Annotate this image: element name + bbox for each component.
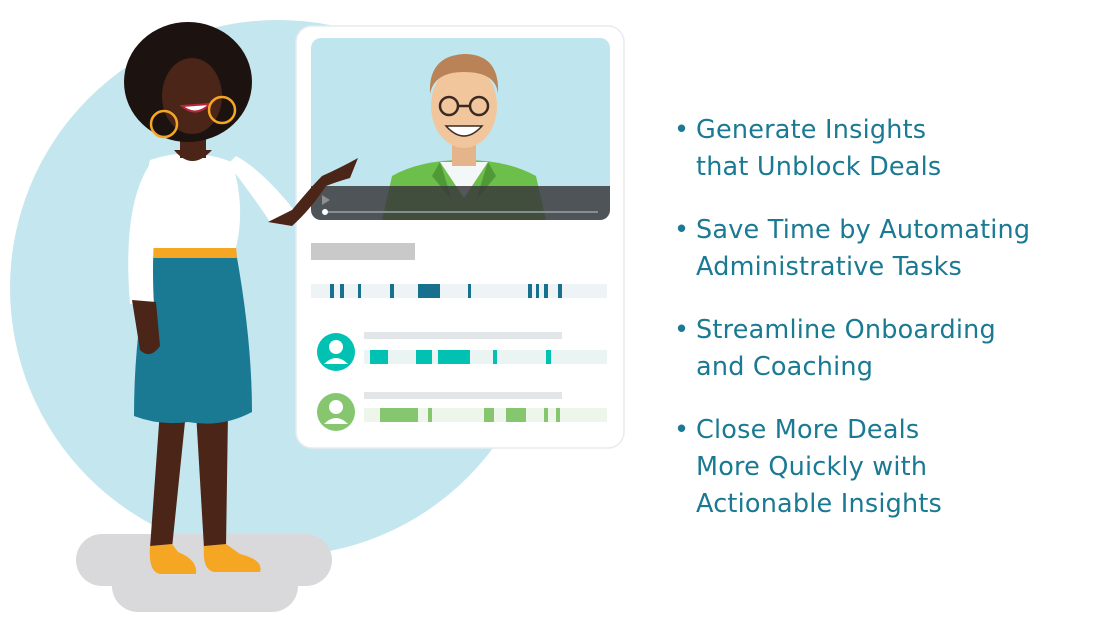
bullet-line: Close More Deals	[696, 415, 920, 445]
video-card	[295, 25, 625, 449]
bullet-dot: •	[674, 115, 690, 145]
speaker-row-teal	[317, 332, 607, 371]
bullet-line: and Coaching	[696, 352, 874, 382]
bullet-line: Streamline Onboarding	[696, 315, 996, 345]
bullet-item: • Save Time by Automating Administrative…	[668, 212, 1108, 286]
bullet-dot: •	[674, 215, 690, 245]
video-screen	[311, 38, 610, 220]
feature-bullet-list: • Generate Insights that Unblock Deals •…	[668, 112, 1108, 549]
video-progress-handle	[322, 209, 328, 215]
bullet-line: Save Time by Automating	[696, 215, 1031, 245]
bullet-item: • Streamline Onboarding and Coaching	[668, 312, 1108, 386]
woman-presenting	[124, 22, 358, 574]
title-placeholder	[311, 243, 415, 260]
waveform-row	[311, 284, 607, 298]
bullet-dot: •	[674, 415, 690, 445]
video-control-bar	[311, 186, 610, 220]
bullet-line: Actionable Insights	[696, 489, 943, 519]
play-icon	[322, 195, 330, 205]
bullet-line: Administrative Tasks	[696, 252, 963, 282]
bullet-item: • Generate Insights that Unblock Deals	[668, 112, 1108, 186]
bullet-item: • Close More Deals More Quickly with Act…	[668, 412, 1108, 523]
presentation-illustration	[10, 20, 625, 612]
bullet-line: More Quickly with	[696, 452, 928, 482]
bullet-line: that Unblock Deals	[696, 152, 942, 182]
bullet-dot: •	[674, 315, 690, 345]
speaker-row-green	[317, 392, 607, 431]
bullet-line: Generate Insights	[696, 115, 927, 145]
